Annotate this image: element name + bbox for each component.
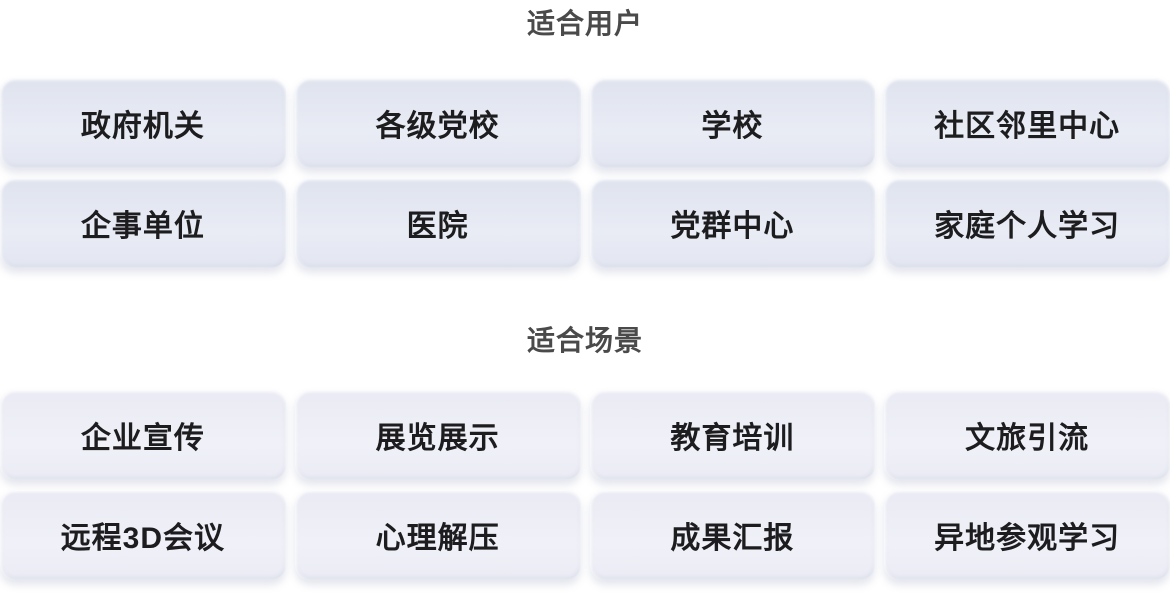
scenario-tile-stress-relief: 心理解压 [294,490,581,580]
audience-tile-schools: 学校 [589,78,876,168]
audience-tile-grid: 政府机关 各级党校 学校 社区邻里中心 企事单位 医院 党群中心 家庭个人学习 [0,78,1170,268]
scenario-tile-education-training: 教育培训 [589,390,876,480]
section-audience: 适合用户 政府机关 各级党校 学校 社区邻里中心 企事单位 医院 党群中心 家庭… [0,0,1170,268]
scenario-section-title: 适合场景 [526,325,643,356]
scenario-tile-remote-3d-meeting: 远程3D会议 [0,490,286,580]
audience-tile-hospitals: 医院 [294,178,581,268]
audience-section-title: 适合用户 [526,8,643,39]
audience-tile-party-mass-centers: 党群中心 [589,178,876,268]
scenario-tile-exhibitions: 展览展示 [294,390,581,480]
scenario-tile-results-reporting: 成果汇报 [589,490,876,580]
scenario-tile-grid: 企业宣传 展览展示 教育培训 文旅引流 远程3D会议 心理解压 成果汇报 异地参… [0,390,1170,580]
audience-tile-party-schools: 各级党校 [294,78,581,168]
audience-tile-enterprises: 企事单位 [0,178,286,268]
audience-tile-home-learning: 家庭个人学习 [884,178,1170,268]
audience-tile-community-centers: 社区邻里中心 [884,78,1170,168]
audience-tile-government: 政府机关 [0,78,286,168]
section-scenario: 适合场景 企业宣传 展览展示 教育培训 文旅引流 远程3D会议 心理解压 成果汇… [0,268,1170,580]
scenario-tile-culture-tourism: 文旅引流 [884,390,1170,480]
scenario-tile-corporate-promo: 企业宣传 [0,390,286,480]
scenario-tile-remote-visits: 异地参观学习 [884,490,1170,580]
